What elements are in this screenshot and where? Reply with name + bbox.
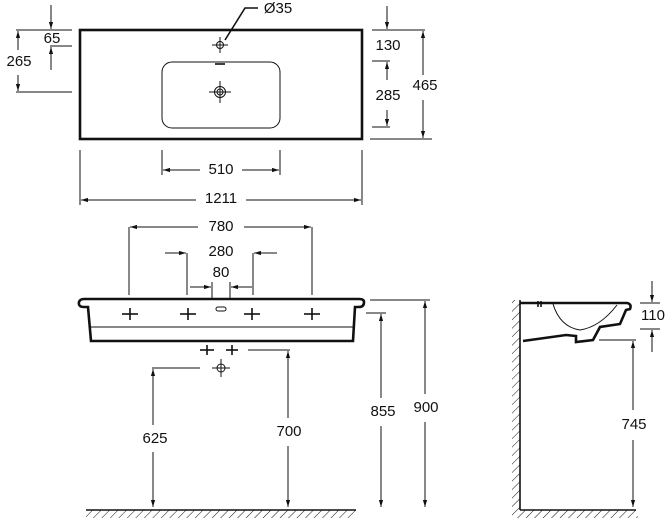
basin-front-outline [77, 297, 366, 343]
wall-hatch [512, 300, 520, 518]
overflow-slot [215, 306, 227, 312]
dim-110: 110 [641, 307, 665, 324]
waste-outlet-icon [212, 359, 230, 377]
dim-280: 280 [208, 243, 233, 260]
dim-780: 780 [208, 218, 233, 235]
tap-holes [122, 308, 320, 320]
countertop-outline [78, 28, 364, 141]
front-view: 780 280 80 625 700 855 900 [77, 218, 439, 518]
hole-diameter-label: Ø35 [264, 0, 292, 17]
dim-900: 900 [413, 399, 438, 416]
dim-465: 465 [412, 77, 437, 94]
dim-130: 130 [375, 37, 400, 54]
dim-745: 745 [621, 416, 646, 433]
dim-855: 855 [370, 403, 395, 420]
dim-80: 80 [213, 264, 230, 281]
dim-265: 265 [6, 53, 31, 70]
basin-side-profile [520, 301, 632, 344]
top-view: Ø35 65 265 130 285 465 510 1211 [6, 0, 437, 207]
tap-hole-icon [212, 37, 228, 53]
dim-625: 625 [142, 430, 167, 447]
dim-510: 510 [208, 161, 233, 178]
dim-285: 285 [375, 87, 400, 104]
side-view: 110 745 [512, 281, 665, 518]
dim-700: 700 [276, 423, 301, 440]
dim-65: 65 [44, 30, 61, 47]
floor-hatch [86, 510, 356, 518]
dim-1211: 1211 [205, 190, 237, 207]
drain-icon [209, 81, 231, 103]
basin-bowl [161, 61, 281, 129]
